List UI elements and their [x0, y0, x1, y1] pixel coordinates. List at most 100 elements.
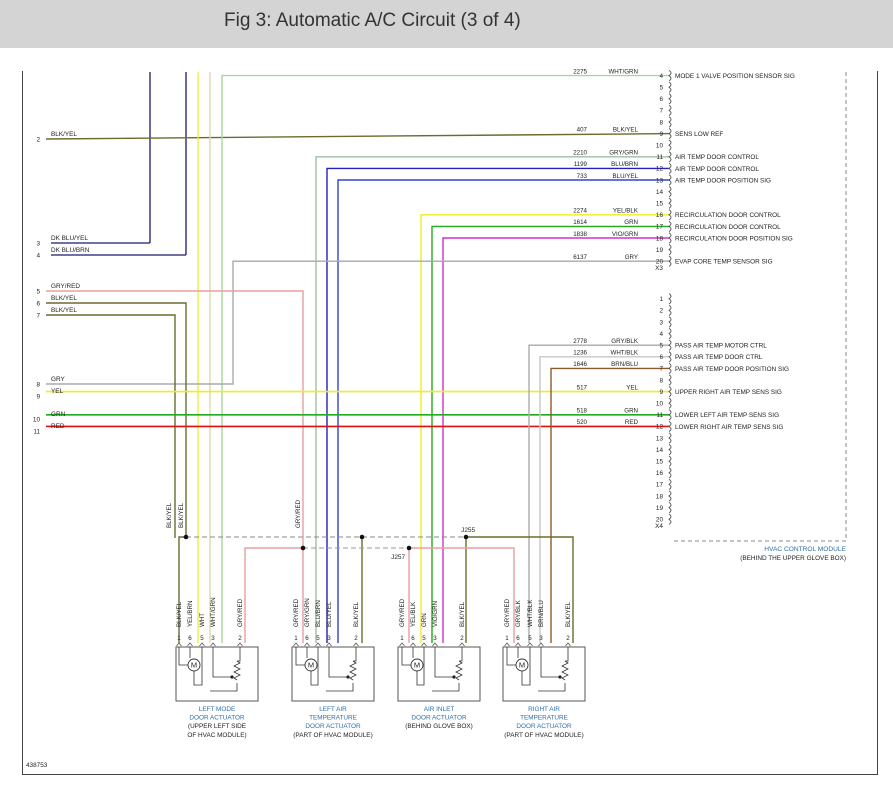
connector-contact — [668, 232, 672, 244]
pin-number: 3 — [659, 319, 663, 326]
pin-number: 18 — [656, 493, 664, 500]
actuator-pin-number: 5 — [200, 635, 204, 642]
pin-number: 16 — [656, 470, 664, 477]
pin-function: LOWER LEFT AIR TEMP SENS SIG — [675, 412, 779, 419]
actuator-name: TEMPERATURE — [309, 715, 357, 722]
pin-number: 6 — [659, 354, 663, 361]
actuator-wire-label: GRY/RED — [237, 598, 244, 627]
connector-x3-label: X3 — [655, 265, 663, 272]
left-wire-label: BLK/YEL — [51, 307, 77, 314]
wire-color-label: RED — [625, 419, 639, 426]
actuator-pin-number: 5 — [422, 635, 426, 642]
actuator-wire-label: GRY/RED — [399, 598, 406, 627]
pin-number: 5 — [659, 343, 663, 350]
wire-color-label: GRN — [624, 219, 638, 226]
pin-number: 16 — [656, 212, 664, 219]
wire-gry-blk-2778 — [528, 344, 670, 643]
wire-color-label: BLK/YEL — [613, 126, 639, 133]
actuator-wire-label: BLK/YEL — [459, 601, 466, 627]
connector-contact — [668, 478, 672, 490]
circuit-number: 733 — [577, 173, 588, 180]
pin-number: 13 — [656, 177, 664, 184]
wire-color-label: GRY — [625, 254, 638, 261]
pin-number: 4 — [659, 331, 663, 338]
pin-number: 10 — [656, 143, 664, 150]
circuit-number: 520 — [577, 419, 588, 426]
left-pin-number: 2 — [36, 136, 40, 143]
pin-number: 2 — [659, 308, 663, 315]
connector-contact — [668, 93, 672, 105]
actuator-contact — [459, 642, 465, 647]
left-pin-number: 6 — [36, 300, 40, 307]
connector-contact — [668, 186, 672, 198]
actuator-wire-label: GRY/BLK — [515, 599, 522, 627]
actuator-contact — [515, 642, 521, 647]
actuator-name: TEMPERATURE — [520, 715, 568, 722]
circuit-number: 2210 — [573, 150, 587, 157]
connector-contact — [668, 104, 672, 116]
circuit-number: 1614 — [573, 219, 587, 226]
actuator-contact — [237, 642, 243, 647]
pin-number: 7 — [659, 108, 663, 115]
wire-vio-grn-1838 — [442, 237, 670, 643]
vertical-wire-label: BLK/YEL — [166, 502, 173, 528]
left-pin-number: 7 — [36, 312, 40, 319]
actuator-pin-number: 1 — [400, 635, 404, 642]
actuator-location: (BEHIND GLOVE BOX) — [405, 723, 472, 730]
wiper-dot — [346, 675, 350, 679]
actuator-pin-number: 5 — [528, 635, 532, 642]
pin-number: 18 — [656, 235, 664, 242]
pin-number: 12 — [656, 424, 664, 431]
pin-function: RECIRCULATION DOOR CONTROL — [675, 212, 781, 219]
actuator-pin-number: 3 — [211, 635, 215, 642]
wire-color-label: VIO/GRN — [612, 231, 638, 238]
actuator-pin-number: 6 — [411, 635, 415, 642]
actuator-pin-number: 5 — [316, 635, 320, 642]
actuator-pin-number: 1 — [177, 635, 181, 642]
wire-wht-blk-1236 — [539, 356, 670, 643]
circuit-number: 2778 — [573, 338, 587, 345]
wire-gry-red-act4 — [409, 547, 515, 643]
connector-x4-label: X4 — [655, 523, 663, 530]
actuator-wire-label: BLK/YEL — [176, 601, 183, 627]
connector-contact — [668, 209, 672, 221]
circuit-number: 517 — [577, 384, 588, 391]
wire-blk-yel-act4 — [466, 536, 574, 643]
pin-function: SENS LOW REF — [675, 131, 723, 138]
pin-number: 8 — [659, 377, 663, 384]
actuator-contact — [410, 642, 416, 647]
actuator-contact — [421, 642, 427, 647]
diagram-frame — [22, 71, 878, 775]
wire-color-label: BLU/YEL — [613, 173, 639, 180]
circuit-number: 6137 — [573, 254, 587, 261]
circuit-number: 1236 — [573, 350, 587, 357]
actuator-wire-label: WHT/GRN — [210, 597, 217, 627]
circuit-number: 2275 — [573, 68, 587, 75]
actuator-contact — [432, 642, 438, 647]
connector-contact — [668, 116, 672, 128]
wire-gry-grn-2210 — [315, 156, 670, 643]
actuator-wire-label: WHT — [199, 613, 206, 627]
actuator-pin-number: 6 — [516, 635, 520, 642]
pin-number: 1 — [659, 296, 663, 303]
actuator-wire-label: BLK/YEL — [565, 601, 572, 627]
actuator-wire-label: YEL/BRN — [187, 601, 194, 627]
connector-contact — [668, 220, 672, 232]
actuator-pin-number: 6 — [188, 635, 192, 642]
wire-color-label: GRY/GRN — [609, 150, 638, 157]
actuator-contact — [565, 642, 571, 647]
actuator-box — [397, 646, 481, 702]
connector-contact — [668, 502, 672, 514]
splice-dot — [300, 545, 306, 551]
potentiometer-icon — [326, 647, 357, 692]
pin-number: 19 — [656, 247, 664, 254]
page-title: Fig 3: Automatic A/C Circuit (3 of 4) — [224, 10, 521, 31]
circuit-number: 407 — [577, 126, 588, 133]
connector-contact — [668, 490, 672, 502]
pin-number: 10 — [656, 401, 664, 408]
left-pin-number: 3 — [36, 240, 40, 247]
actuator-wire-label: WHT/BLK — [527, 599, 534, 627]
circuit-number: 1646 — [573, 361, 587, 368]
wiper-dot — [452, 675, 456, 679]
pin-number: 20 — [656, 259, 664, 266]
